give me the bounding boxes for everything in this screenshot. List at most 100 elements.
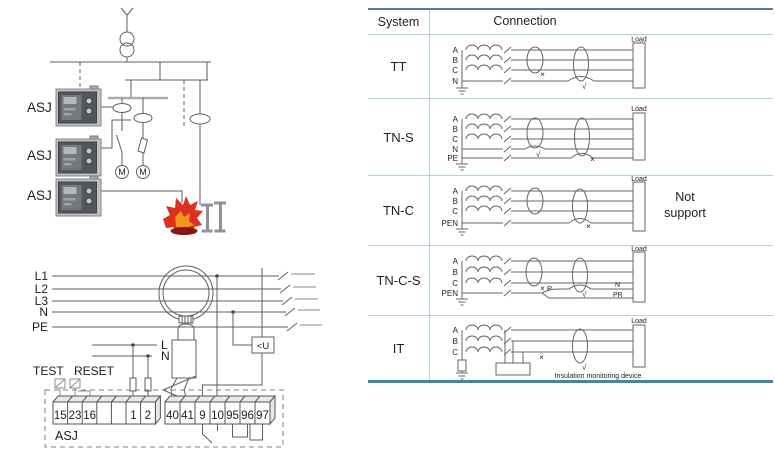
not-support-note: Not support bbox=[664, 190, 706, 221]
bottom-wiring-diagram bbox=[44, 265, 322, 448]
phase-a: A bbox=[453, 46, 459, 55]
phase-label-l3: L3 bbox=[35, 294, 49, 308]
load-box bbox=[632, 112, 646, 161]
header-connection: Connection bbox=[493, 14, 557, 28]
terminal-9: 9 bbox=[199, 410, 205, 422]
system-label-tn-s: TN-S bbox=[368, 99, 430, 175]
row-tn-c: TN-C bbox=[368, 176, 773, 246]
cross-mark: × bbox=[540, 69, 545, 79]
terminal-23: 23 bbox=[69, 410, 82, 422]
row-tn-c-s: TN-C-S bbox=[368, 246, 773, 316]
phase-b: B bbox=[453, 268, 458, 277]
load-box bbox=[632, 181, 646, 232]
phase-a: A bbox=[453, 187, 459, 196]
asj-device-photo-1 bbox=[55, 85, 102, 127]
load-box bbox=[632, 42, 646, 89]
system-label-tt: TT bbox=[368, 35, 430, 98]
it-connection-diagram: A B C × √ Insulation monitoring device L… bbox=[452, 318, 647, 380]
cross-mark: × bbox=[586, 221, 591, 231]
heating-element-icon bbox=[201, 201, 226, 233]
load-label: Load bbox=[631, 246, 647, 253]
phase-label-l2: L2 bbox=[35, 282, 49, 296]
current-transformer-1 bbox=[112, 103, 132, 113]
motor-1-icon bbox=[115, 165, 129, 179]
phase-a: A bbox=[453, 257, 459, 266]
phase-n: N bbox=[452, 145, 458, 154]
phase-c: C bbox=[452, 279, 458, 288]
tn-s-connection-diagram: A B C N PE √ × Load bbox=[447, 106, 647, 171]
load-box bbox=[632, 251, 646, 303]
left-diagrams: ASJ ASJ ASJ M M L1 L2 L3 N PE L N TEST R… bbox=[0, 0, 368, 464]
phase-b: B bbox=[453, 337, 458, 346]
terminal-95: 95 bbox=[226, 410, 239, 422]
live-label: L bbox=[161, 338, 168, 352]
phase-n: N bbox=[452, 77, 458, 86]
terminal-1: 1 bbox=[130, 410, 136, 422]
pr-wire-label: PR bbox=[613, 292, 623, 299]
connection-table: System Connection TT bbox=[368, 8, 773, 383]
transformer-icon bbox=[119, 31, 135, 47]
asj3-ct-wire bbox=[101, 190, 183, 203]
application-and-wiring-diagram: ASJ ASJ ASJ M M L1 L2 L3 N PE L N TEST R… bbox=[27, 7, 322, 448]
terminal-97: 97 bbox=[256, 410, 269, 422]
header-system: System bbox=[368, 10, 430, 34]
ct-wrong-icon bbox=[574, 117, 590, 157]
phase-c: C bbox=[452, 348, 458, 357]
tn-c-connection-diagram: A B C PEN × Load bbox=[442, 176, 647, 236]
terminal-41: 41 bbox=[181, 410, 194, 422]
ct-wrong-icon bbox=[525, 257, 543, 287]
asj-box-label: ASJ bbox=[55, 429, 78, 443]
terminal-96: 96 bbox=[241, 410, 254, 422]
system-label-it: IT bbox=[368, 316, 430, 380]
load-label: Load bbox=[631, 318, 647, 325]
phase-pen: PEN bbox=[442, 289, 459, 298]
asj2-ct-wire bbox=[101, 119, 131, 149]
row-tt: TT bbox=[368, 35, 773, 99]
row-it: IT bbox=[368, 316, 773, 380]
phase-a: A bbox=[453, 326, 459, 335]
check-mark: √ bbox=[536, 150, 541, 159]
asj-device-photo-3 bbox=[55, 175, 102, 217]
check-mark: √ bbox=[582, 290, 587, 299]
check-mark: √ bbox=[582, 82, 587, 91]
cross-mark: × bbox=[540, 283, 545, 293]
phase-a: A bbox=[453, 115, 459, 124]
motor-2-label: M bbox=[139, 167, 147, 177]
load-box bbox=[632, 324, 646, 368]
impedance-icon bbox=[457, 359, 467, 372]
asj-dashed-outline bbox=[44, 389, 284, 448]
phase-c: C bbox=[452, 207, 458, 216]
phase-c: C bbox=[452, 66, 458, 75]
cross-mark: × bbox=[590, 154, 595, 164]
fuse-icon bbox=[137, 137, 149, 154]
cross-mark: × bbox=[539, 352, 544, 362]
ct-correct-icon bbox=[573, 46, 589, 82]
asj-label-1: ASJ bbox=[27, 100, 52, 115]
tn-c-s-connection-diagram: A B C PEN × P √ N PR Load bbox=[442, 246, 647, 306]
ct-correct-icon bbox=[572, 257, 588, 293]
phase-c: C bbox=[452, 135, 458, 144]
load-label: Load bbox=[631, 37, 647, 44]
insulation-monitor-caption: Insulation monitoring device bbox=[555, 373, 642, 380]
load-label: Load bbox=[631, 176, 647, 183]
asj-label-2: ASJ bbox=[27, 148, 52, 163]
ct-correct-icon bbox=[572, 328, 588, 364]
phase-b: B bbox=[453, 56, 458, 65]
ct-icon bbox=[526, 187, 544, 215]
terminal-numbers: 15 23 16 1 2 40 41 9 10 95 96 97 bbox=[54, 410, 269, 422]
reset-label: RESET bbox=[74, 364, 115, 378]
table-header: System Connection bbox=[368, 10, 773, 35]
split-point-label: P bbox=[547, 284, 552, 293]
terminal-40: 40 bbox=[166, 410, 179, 422]
motor-2-icon bbox=[136, 165, 150, 179]
terminal-block-right bbox=[163, 394, 277, 426]
check-mark: √ bbox=[582, 363, 587, 372]
phase-label-pe: PE bbox=[32, 320, 48, 334]
phase-label-n: N bbox=[39, 305, 48, 319]
system-label-tn-c-s: TN-C-S bbox=[368, 246, 430, 315]
system-label-tn-c: TN-C bbox=[368, 176, 430, 245]
tt-connection-diagram: A B C N × √ Load bbox=[452, 37, 647, 95]
ct-cable bbox=[171, 339, 197, 379]
fire-hazard-icon bbox=[163, 196, 203, 235]
